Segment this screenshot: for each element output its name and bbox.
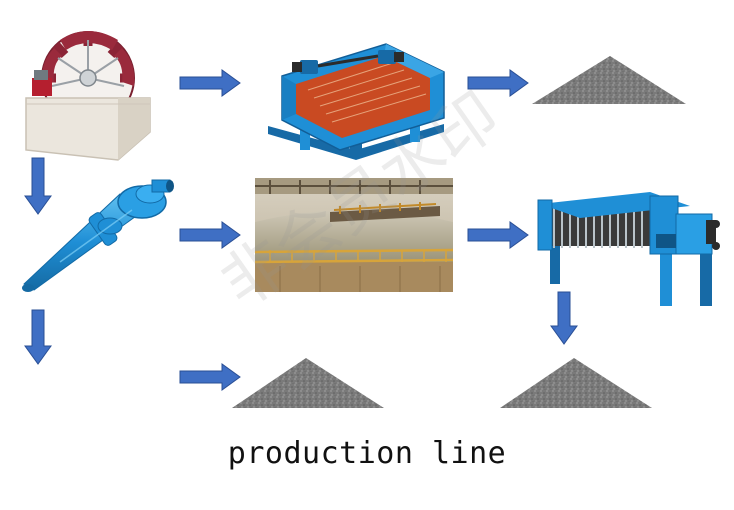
arrow-right-icon (467, 221, 529, 249)
arrow-down-icon (24, 157, 52, 215)
dewatering-screen-icon (268, 43, 445, 160)
diagram-caption: production line (227, 436, 507, 471)
arrows (24, 69, 578, 391)
hydrocyclone-icon (22, 179, 174, 292)
arrow-right-icon (467, 69, 529, 97)
sand-pile-icon (232, 358, 384, 408)
arrow-right-icon (179, 221, 241, 249)
arrow-right-icon (179, 69, 241, 97)
arrow-down-icon (24, 309, 52, 365)
filter-press-icon (537, 192, 720, 306)
arrow-down-icon (550, 291, 578, 345)
arrow-right-icon (179, 363, 241, 391)
sand-pile-icon (500, 358, 652, 408)
sand-pile-icon (532, 56, 686, 104)
bucket-wheel-washer-icon (25, 31, 151, 161)
sedimentation-tank-photo-icon (254, 178, 454, 292)
